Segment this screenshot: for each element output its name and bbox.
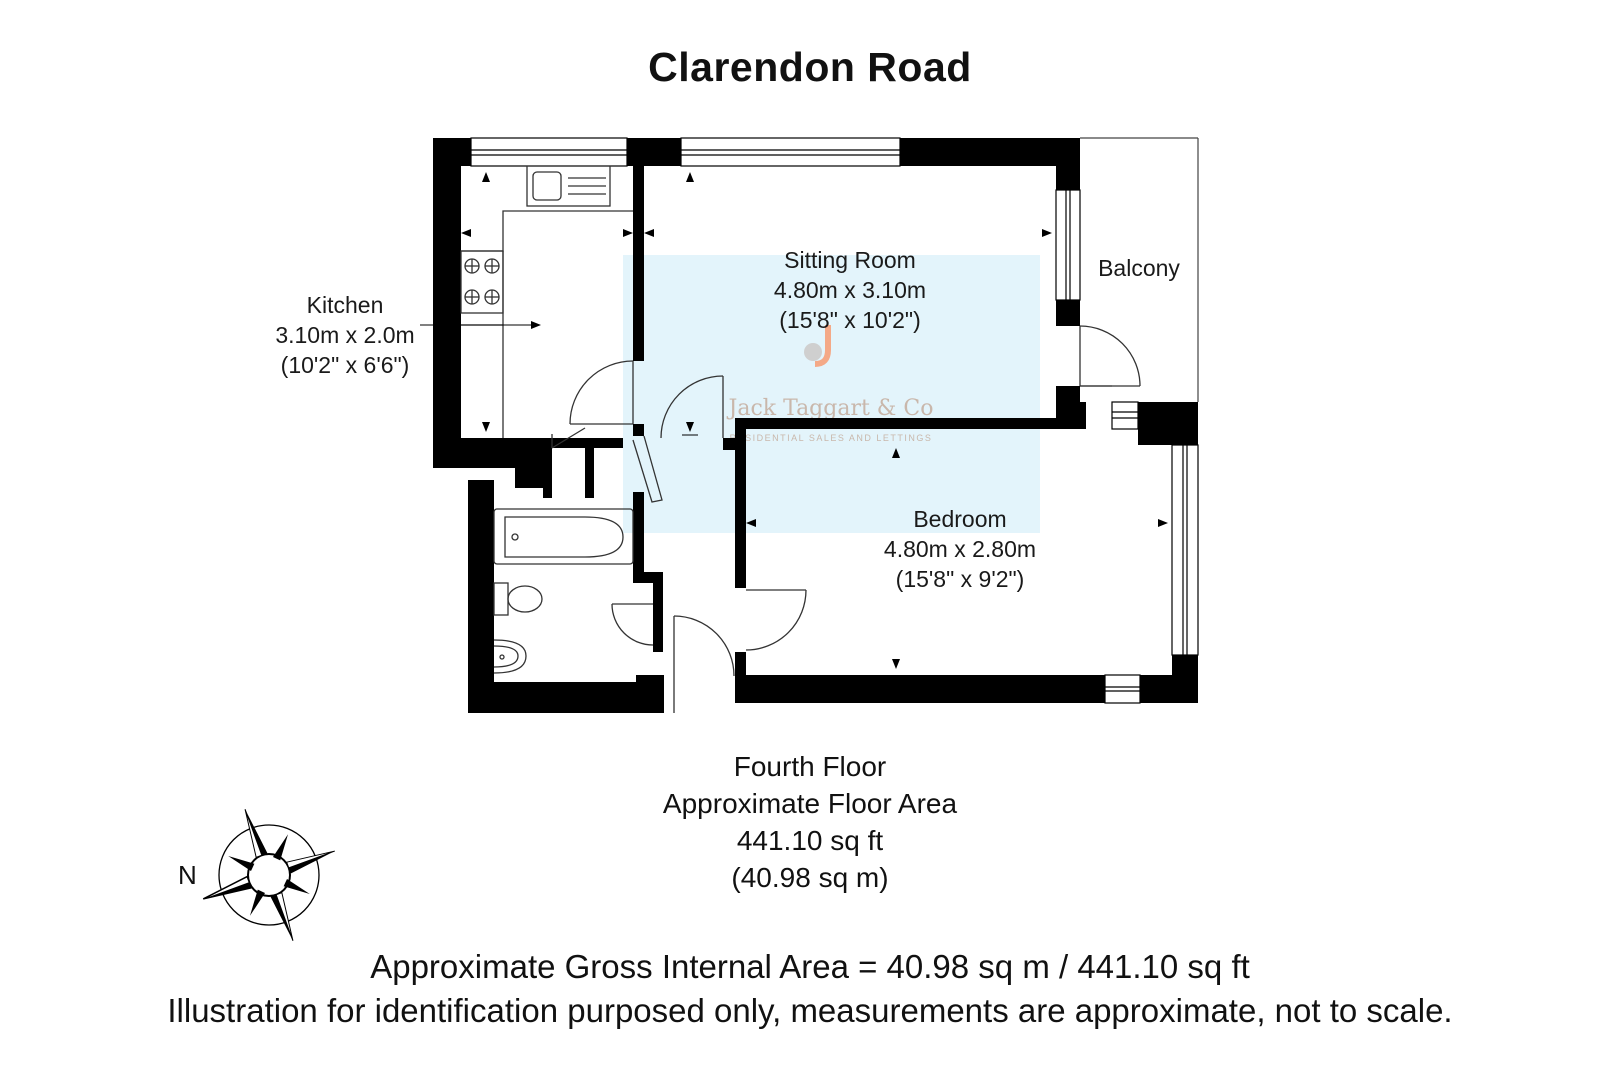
kitchen-name: Kitchen	[307, 292, 384, 318]
bedroom-imperial: (15'8" x 9'2")	[896, 566, 1025, 592]
footer: Approximate Gross Internal Area = 40.98 …	[0, 945, 1620, 1033]
walls	[433, 138, 1198, 713]
door-swings	[551, 325, 1141, 713]
balcony-name: Balcony	[1098, 255, 1180, 281]
sitting-room-imperial: (15'8" x 10'2")	[779, 307, 920, 333]
sitting-room-name: Sitting Room	[784, 247, 916, 273]
floor-area-label: Approximate Floor Area	[662, 788, 958, 819]
kitchen-metric: 3.10m x 2.0m	[275, 322, 414, 348]
compass-rose-icon	[202, 809, 335, 941]
bedroom-metric: 4.80m x 2.80m	[884, 536, 1036, 562]
sitting-room-metric: 4.80m x 3.10m	[774, 277, 926, 303]
watermark-box	[623, 255, 1040, 533]
disclaimer: Illustration for identification purposed…	[167, 992, 1453, 1029]
kitchen-imperial: (10'2" x 6'6")	[281, 352, 410, 378]
watermark-tagline: RESIDENTIAL SALES AND LETTINGS	[730, 433, 933, 443]
bathroom-fittings	[493, 508, 634, 674]
floor-name: Fourth Floor	[733, 751, 887, 782]
watermark-logo	[804, 325, 831, 367]
north-label: N	[178, 860, 197, 890]
floor-area-sqm: (40.98 sq m)	[731, 862, 889, 893]
watermark-name: Jack Taggart & Co	[727, 396, 934, 421]
kitchen-fittings	[460, 165, 633, 438]
plan-title: Clarendon Road	[648, 44, 972, 90]
bedroom-name: Bedroom	[913, 506, 1006, 532]
floor-area-sqft: 441.10 sq ft	[736, 825, 884, 856]
gross-area-statement: Approximate Gross Internal Area = 40.98 …	[370, 948, 1250, 985]
dimension-arrows	[420, 172, 1168, 669]
windows	[470, 137, 1199, 704]
floor-summary: Fourth Floor Approximate Floor Area 441.…	[0, 748, 1620, 896]
